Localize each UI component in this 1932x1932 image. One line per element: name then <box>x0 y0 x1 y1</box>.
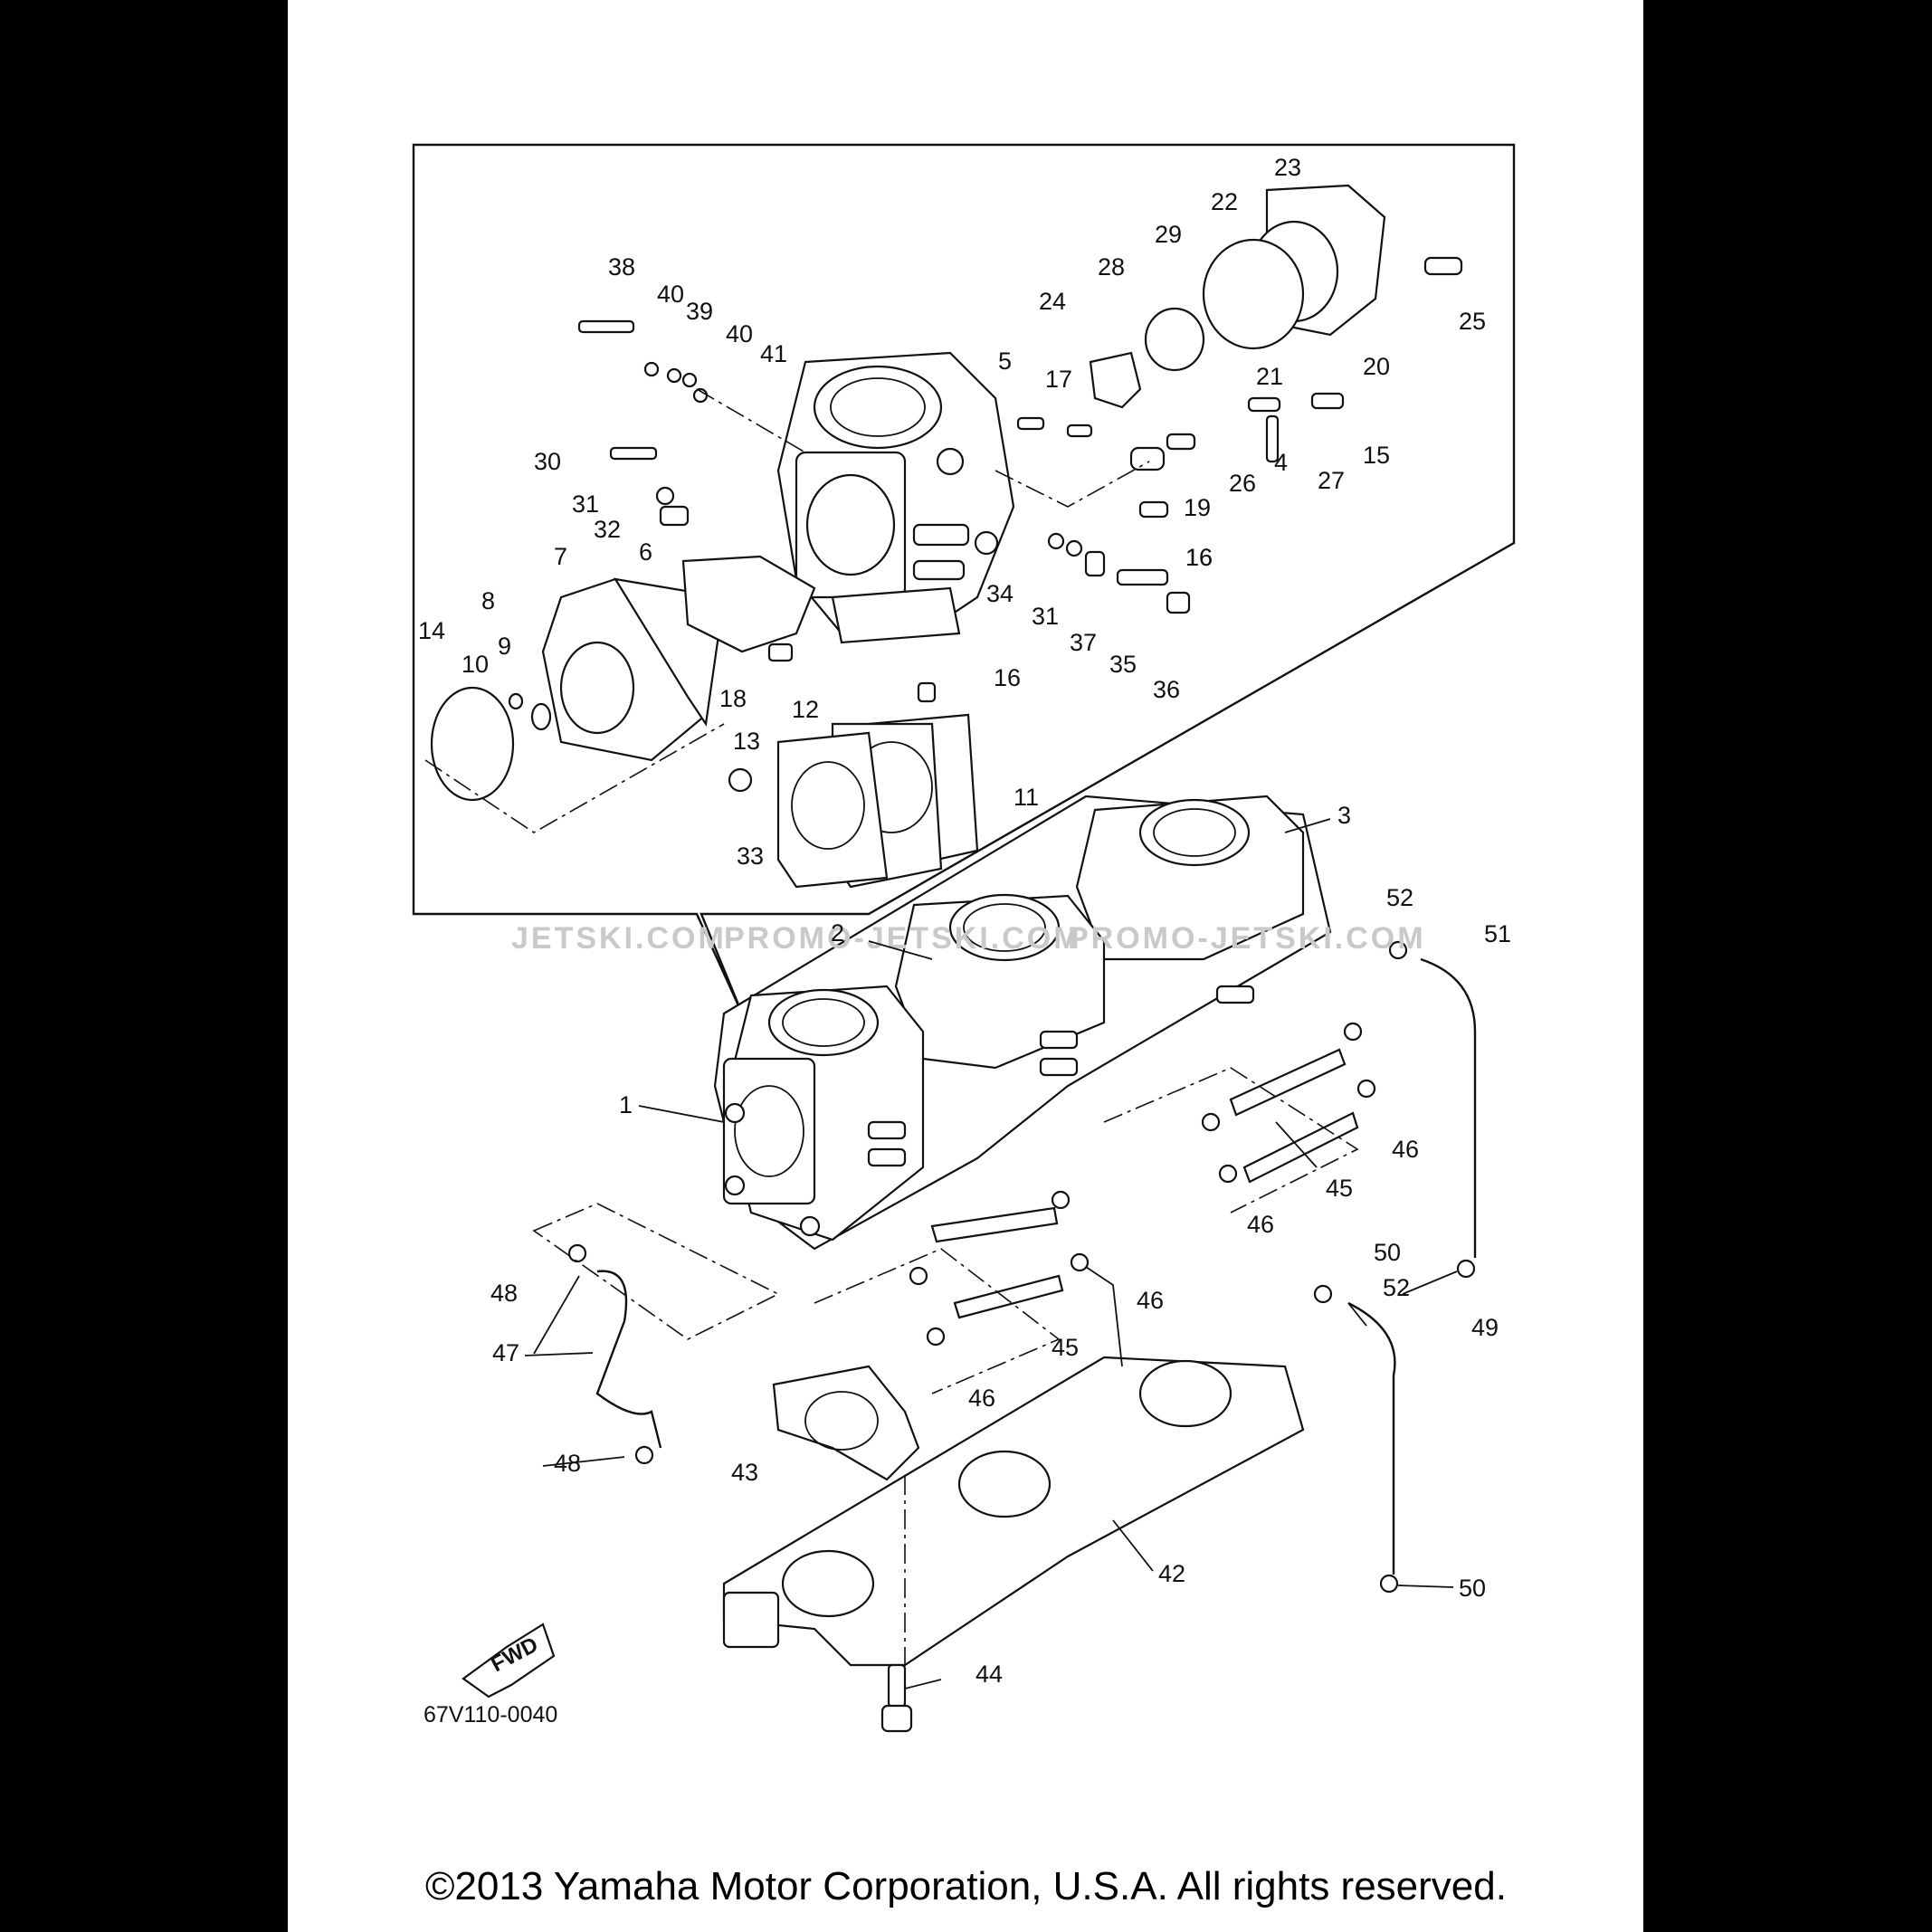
callout-label: 10 <box>462 651 489 678</box>
callout-label: 21 <box>1256 363 1283 390</box>
callout-label: 28 <box>1098 253 1125 281</box>
callout-label: 16 <box>1185 544 1213 571</box>
callout-label: 42 <box>1158 1560 1185 1587</box>
assembly-line <box>814 1248 1061 1394</box>
bolt-44 <box>880 1663 913 1733</box>
callout-label: 45 <box>1326 1175 1353 1202</box>
callout-label: 11 <box>1014 784 1039 811</box>
callout-label: 19 <box>1184 494 1211 521</box>
callout-label: 8 <box>481 587 495 614</box>
callout-label: 30 <box>534 448 561 475</box>
callout-label: 41 <box>760 340 787 367</box>
callout-label: 49 <box>1471 1314 1499 1341</box>
callout-label: 45 <box>1052 1334 1079 1361</box>
callout-label: 39 <box>686 298 713 325</box>
callout-label: 29 <box>1155 221 1182 248</box>
callout-label: 32 <box>594 516 621 543</box>
assembly-line <box>532 1203 780 1340</box>
hose-47 <box>595 1270 662 1449</box>
intake-manifold-42 <box>722 1356 1305 1667</box>
callout-label: 15 <box>1363 442 1390 469</box>
callout-label: 3 <box>1337 802 1351 829</box>
gasket-43 <box>772 1365 920 1481</box>
callout-label: 35 <box>1109 651 1137 678</box>
callout-label: 31 <box>1032 603 1059 630</box>
callout-label: 16 <box>1185 544 1213 571</box>
assembly-line <box>1103 1067 1359 1213</box>
callout-label: 43 <box>731 1459 758 1486</box>
callout-label: 31 <box>572 490 599 518</box>
watermark-1: JETSKI.COM <box>511 921 727 956</box>
callout-label: 38 <box>608 253 635 281</box>
callout-label: 23 <box>1274 154 1301 181</box>
callout-label: 27 <box>1318 467 1345 494</box>
callout-label: 4 <box>1274 449 1288 476</box>
callout-label: 1 <box>619 1091 633 1118</box>
callout-label: 46 <box>1137 1287 1164 1314</box>
callout-label: 34 <box>986 580 1014 607</box>
hose-51 <box>1420 957 1477 1258</box>
callout-label: 14 <box>418 617 445 644</box>
throttle-parts-group <box>577 184 1463 793</box>
callout-label: 33 <box>737 842 764 870</box>
callout-label: 25 <box>1459 308 1486 335</box>
callout-label: 46 <box>1392 1136 1419 1163</box>
detail-inset-frame <box>412 143 1516 1014</box>
callout-label: 20 <box>1363 353 1390 380</box>
detail-carburetor <box>776 351 1015 644</box>
copyright-notice: ©2013 Yamaha Motor Corporation, U.S.A. A… <box>425 1864 1507 1908</box>
callout-label: 2 <box>831 919 844 947</box>
callout-label: 7 <box>554 543 567 570</box>
assembly-line <box>696 388 806 453</box>
assembly-line <box>424 723 725 833</box>
callout-label: 37 <box>1070 629 1097 656</box>
callout-label: 24 <box>1039 288 1066 315</box>
callout-label: 51 <box>1484 920 1511 947</box>
diaphragm-part <box>681 555 816 653</box>
callout-label: 12 <box>792 696 819 723</box>
forward-arrow-icon: FWD <box>462 1623 556 1699</box>
callout-label: 26 <box>1229 470 1256 497</box>
callout-label: 50 <box>1374 1239 1401 1266</box>
hose-and-clamp-group <box>567 940 1476 1594</box>
carburetor-bank <box>713 795 1332 1251</box>
watermark-3: PROMO-JETSKI.COM <box>1068 921 1426 956</box>
callout-label: 9 <box>498 633 511 660</box>
callout-label: 22 <box>1211 188 1238 215</box>
callout-label: 46 <box>1247 1211 1274 1238</box>
callout-label: 48 <box>490 1280 518 1307</box>
callout-label: 40 <box>657 281 684 308</box>
callout-label: 5 <box>998 347 1012 375</box>
callout-label: 17 <box>1045 366 1072 393</box>
callout-label: 50 <box>1459 1575 1486 1602</box>
callout-labels: 1 2 3 4 5 6 7 8 9 10 11 12 13 14 15 16 1… <box>418 154 1511 1688</box>
callout-label: 36 <box>1153 676 1180 703</box>
fuel-pump-cover-assembly <box>430 577 726 802</box>
carburetor-cover-assembly <box>776 713 979 889</box>
callout-label: 16 <box>994 664 1021 691</box>
callout-label: 46 <box>968 1385 995 1412</box>
callout-label: 13 <box>733 728 760 755</box>
callout-label: 52 <box>1386 884 1413 911</box>
assembly-line <box>995 461 1150 508</box>
hose-49 <box>1347 1301 1396 1575</box>
diagram-code: 67V110-0040 <box>424 1702 557 1727</box>
leader-lines <box>524 818 1458 1689</box>
callout-label: 40 <box>726 320 753 347</box>
callout-label: 18 <box>719 685 747 712</box>
callout-label: 6 <box>639 538 652 566</box>
callout-label: 52 <box>1383 1274 1410 1301</box>
callout-label: 47 <box>492 1339 519 1366</box>
callout-label: 44 <box>976 1661 1003 1688</box>
